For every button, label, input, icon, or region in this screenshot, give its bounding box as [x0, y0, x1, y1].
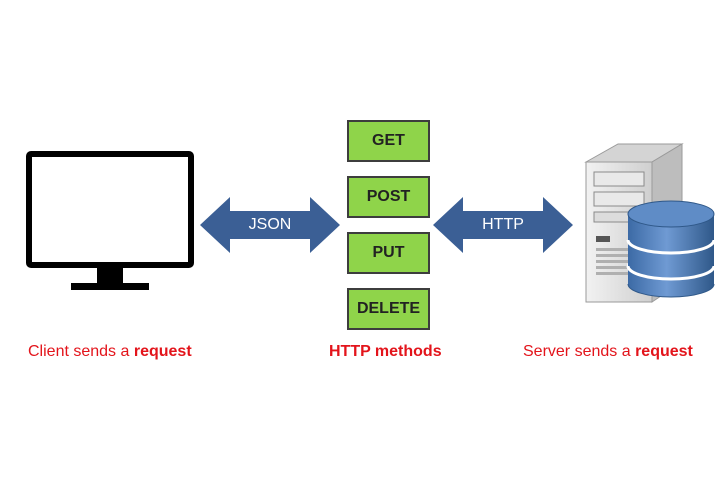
json-double-arrow: [200, 197, 340, 253]
client-caption-bold: request: [133, 343, 192, 360]
method-put: PUT: [347, 232, 430, 274]
json-label: JSON: [248, 216, 292, 233]
http-label: HTTP: [482, 216, 524, 233]
database-icon: [626, 200, 716, 298]
method-get: GET: [347, 120, 430, 162]
server-caption: Server sends a request: [523, 343, 693, 361]
method-post: POST: [347, 176, 430, 218]
desktop-monitor-icon: [26, 151, 194, 290]
server-caption-bold: request: [635, 343, 693, 360]
client-caption: Client sends a request: [28, 343, 192, 361]
server-caption-text: Server sends a: [523, 343, 636, 360]
methods-caption-text: HTTP methods: [329, 343, 442, 360]
method-delete: DELETE: [347, 288, 430, 330]
client-caption-text: Client sends a: [28, 343, 134, 360]
methods-caption: HTTP methods: [329, 343, 442, 361]
http-double-arrow: [433, 197, 573, 253]
